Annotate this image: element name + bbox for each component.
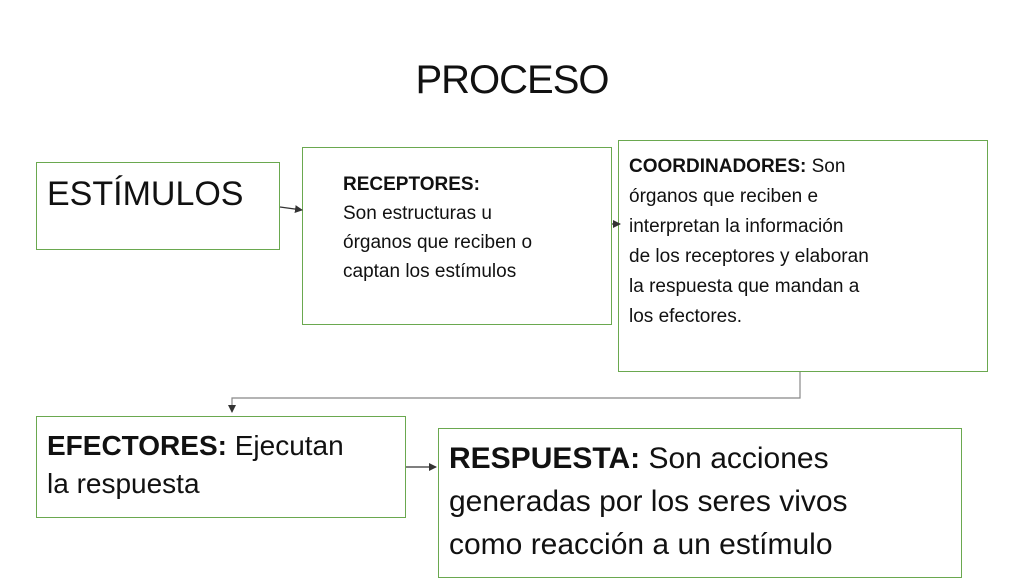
receptores-line: Son estructuras u xyxy=(343,203,492,224)
coordinadores-box: COORDINADORES: Son órganos que reciben e… xyxy=(618,140,988,372)
respuesta-text: RESPUESTA: Son acciones generadas por lo… xyxy=(449,437,848,566)
respuesta-heading: RESPUESTA: xyxy=(449,442,641,475)
efectores-text: EFECTORES: Ejecutan la respuesta xyxy=(47,427,344,503)
arrow-estimulos-receptores xyxy=(279,205,303,214)
receptores-heading: RECEPTORES: xyxy=(343,174,480,195)
coordinadores-line: los efectores. xyxy=(629,306,742,327)
receptores-box: RECEPTORES: Son estructuras u órganos qu… xyxy=(302,147,612,325)
efectores-box: EFECTORES: Ejecutan la respuesta xyxy=(36,416,406,518)
coordinadores-line: interpretan la información xyxy=(629,216,844,237)
efectores-heading: EFECTORES: xyxy=(47,430,227,461)
estimulos-label: ESTÍMULOS xyxy=(47,175,244,213)
receptores-text: RECEPTORES: Son estructuras u órganos qu… xyxy=(343,170,532,286)
page-title: PROCESO xyxy=(415,58,609,102)
receptores-line: órganos que reciben o xyxy=(343,232,533,253)
coordinadores-heading: COORDINADORES: xyxy=(629,156,807,177)
coordinadores-line: Son xyxy=(806,156,846,177)
receptores-line: captan los estímulos xyxy=(343,261,517,282)
connector-coordinadores-efectores xyxy=(228,372,801,413)
efectores-line: la respuesta xyxy=(47,468,200,499)
respuesta-line: generadas por los seres vivos xyxy=(449,485,848,518)
respuesta-line: Son acciones xyxy=(640,442,829,475)
efectores-line: Ejecutan xyxy=(226,430,344,461)
coordinadores-line: órganos que reciben e xyxy=(629,186,819,207)
respuesta-box: RESPUESTA: Son acciones generadas por lo… xyxy=(438,428,962,578)
coordinadores-text: COORDINADORES: Son órganos que reciben e… xyxy=(629,152,869,332)
coordinadores-line: la respuesta que mandan a xyxy=(629,276,860,297)
estimulos-box: ESTÍMULOS xyxy=(36,162,280,250)
coordinadores-line: de los receptores y elaboran xyxy=(629,246,869,267)
respuesta-line: como reacción a un estímulo xyxy=(449,528,833,561)
